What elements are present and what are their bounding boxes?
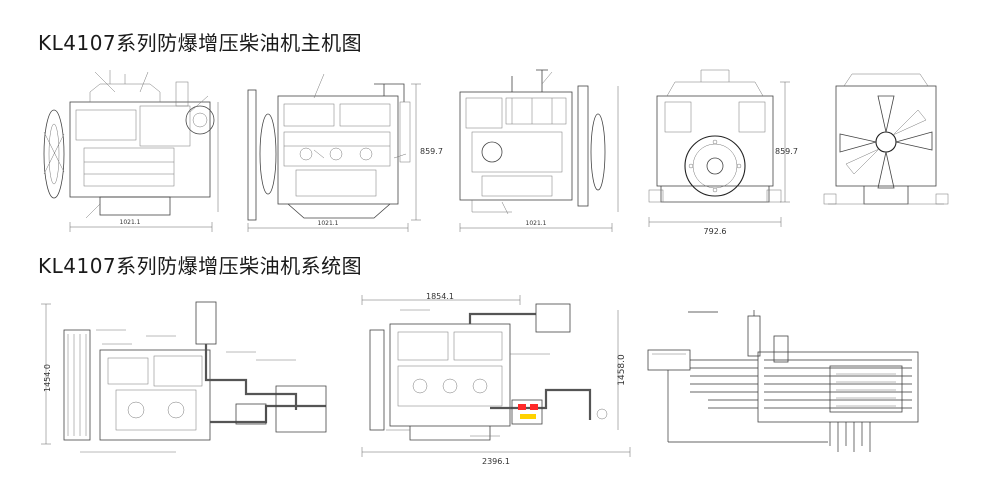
- engine-side-view: 1021.1 859.7: [247, 73, 443, 232]
- view3-length-label: 1021.1: [526, 220, 547, 227]
- engine-opposite-side-view: 1021.1: [459, 69, 619, 232]
- dimension-lines: [648, 81, 790, 227]
- engine-block-drawing: [99, 349, 211, 441]
- engine-side-view-fan-end: 1021.1: [43, 70, 219, 232]
- ground-symbol: [596, 408, 608, 420]
- sys2-height-label: 1458.0: [617, 354, 627, 386]
- engine-block-drawing: [69, 70, 215, 216]
- system-wiring-diagram: [647, 310, 919, 452]
- view4-height-label: 859.7: [775, 147, 798, 156]
- view2-length-label: 1021.1: [318, 220, 339, 227]
- view1-length-label: 1021.1: [120, 219, 141, 226]
- main-views-title: KL4107系列防爆增压柴油机主机图: [38, 31, 363, 55]
- control-box-drawing: [511, 399, 543, 425]
- dimension-lines: [41, 303, 51, 445]
- exhaust-pipe-drawing: [468, 303, 592, 420]
- sys1-height-label: 1454.0: [43, 364, 52, 392]
- fan-drawing: [839, 95, 933, 189]
- system-diagram-2: 1854.1 2396.1 1458.0: [361, 292, 631, 466]
- engine-block-drawing: [648, 69, 782, 203]
- system-views-title: KL4107系列防爆增压柴油机系统图: [38, 254, 363, 278]
- cable-box-drawing: [647, 349, 691, 371]
- engine-block-drawing: [247, 83, 411, 221]
- annotation-leaders: [501, 71, 553, 215]
- terminal-bus: [829, 422, 871, 452]
- annotation-leaders: [85, 71, 209, 219]
- system-diagram-1: 1454.0: [41, 301, 327, 453]
- exhaust-pipe-drawing: [195, 301, 327, 433]
- annotation-leaders: [386, 309, 550, 437]
- display-module-drawing: [747, 310, 789, 363]
- injection-controller-drawing: [829, 365, 903, 413]
- engine-block-drawing: [369, 323, 511, 441]
- engine-fan-end-view: [823, 73, 949, 205]
- view2-height-label: 859.7: [420, 147, 443, 156]
- engine-block-drawing: [823, 73, 949, 205]
- sys2-width-bottom-label: 2396.1: [482, 457, 510, 466]
- main-controller-drawing: [757, 351, 919, 423]
- dimension-lines: [247, 83, 421, 232]
- annotation-leaders: [313, 73, 407, 159]
- fan-drawing: [43, 109, 65, 199]
- annotation-leaders: [80, 329, 296, 453]
- ground-line: [667, 370, 828, 443]
- sys2-width-top-label: 1854.1: [426, 292, 454, 301]
- dimension-lines: [361, 295, 631, 457]
- radiator-drawing: [63, 329, 91, 441]
- dimension-lines: [459, 86, 619, 232]
- length-dimension-line: [69, 102, 219, 232]
- engine-flywheel-end-view: 792.6 859.7: [648, 69, 798, 236]
- view4-width-label: 792.6: [704, 227, 727, 236]
- wiring-lines: [688, 311, 758, 409]
- engine-block-drawing: [459, 69, 606, 213]
